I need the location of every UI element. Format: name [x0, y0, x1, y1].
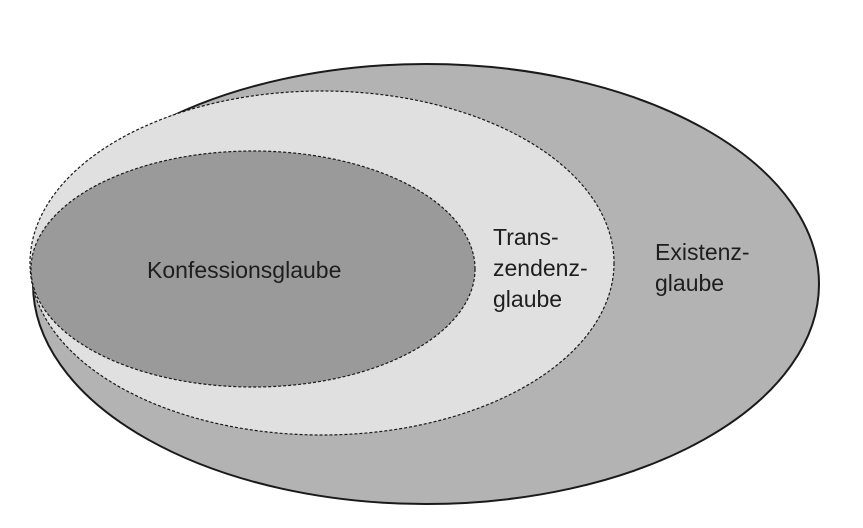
middle-set-label: Trans- zendenz- glaube [493, 222, 588, 315]
middle-set-label-line: glaube [493, 286, 563, 312]
outer-set-label-line: Existenz- [655, 239, 750, 265]
outer-set-label: Existenz- glaube [655, 237, 750, 299]
middle-set-label-line: zendenz- [493, 255, 588, 281]
outer-set-label-line: glaube [655, 270, 725, 296]
inner-set-label-line: Konfessionsglaube [147, 257, 342, 283]
middle-set-label-line: Trans- [493, 224, 559, 250]
inner-set-ellipse [30, 150, 476, 388]
inner-set-label: Konfessionsglaube [147, 255, 341, 286]
